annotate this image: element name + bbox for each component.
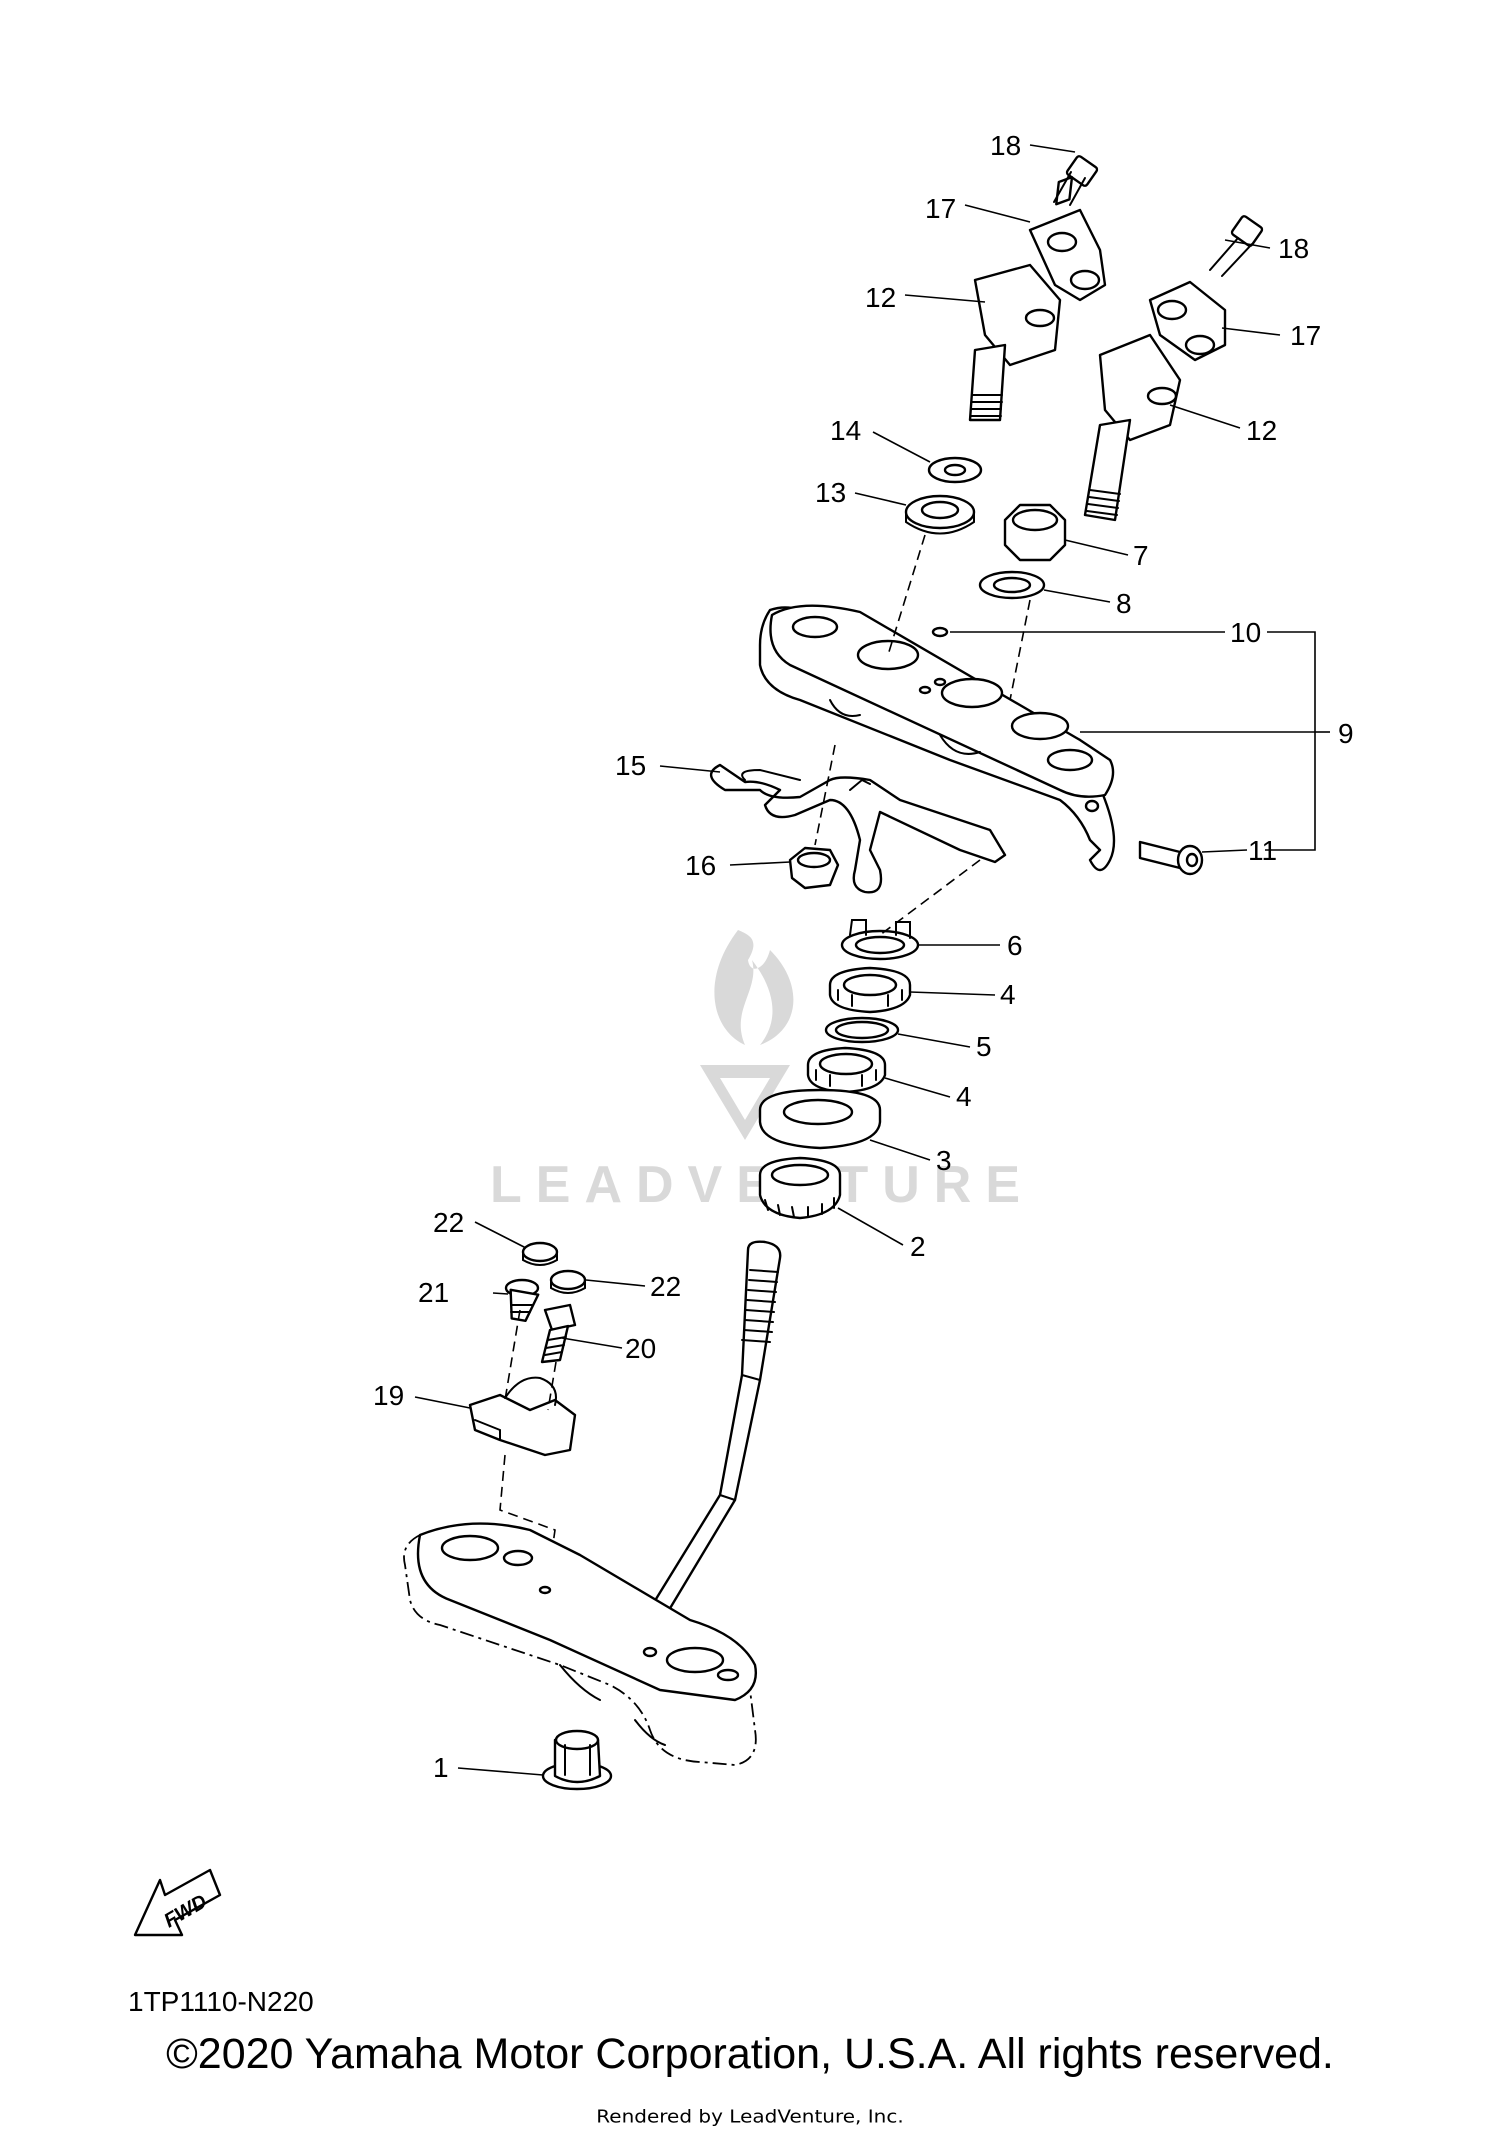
callout-4[interactable]: 4 xyxy=(1000,979,1016,1010)
callout-12[interactable]: 12 xyxy=(865,282,896,313)
callout-3[interactable]: 3 xyxy=(936,1145,952,1176)
callout-5[interactable]: 5 xyxy=(976,1031,992,1062)
holder-cap-17-right[interactable] xyxy=(1148,280,1227,362)
cap-22-right[interactable] xyxy=(549,1269,587,1294)
callout-16[interactable]: 16 xyxy=(685,850,716,881)
callout-leaders xyxy=(414,144,1330,1776)
callout-14[interactable]: 14 xyxy=(830,415,861,446)
assembly-guide-lines xyxy=(814,534,1031,936)
bracket-15[interactable] xyxy=(710,763,1007,894)
callout-labels: 18 17 12 18 17 12 14 13 7 8 10 9 11 15 1… xyxy=(373,130,1354,1783)
dust-seal-3[interactable] xyxy=(758,1088,882,1150)
steering-stem[interactable] xyxy=(638,1240,782,1627)
ring-nut-4-upper[interactable] xyxy=(828,966,912,1014)
nut-16[interactable] xyxy=(788,846,840,890)
bearing-2[interactable] xyxy=(758,1156,842,1220)
callout-7[interactable]: 7 xyxy=(1133,540,1149,571)
callout-22[interactable]: 22 xyxy=(433,1207,464,1238)
callout-18[interactable]: 18 xyxy=(990,130,1021,161)
bolt-18-right[interactable] xyxy=(1209,215,1264,277)
ring-nut-4-lower[interactable] xyxy=(806,1046,887,1094)
handlebar-holder-12-right[interactable] xyxy=(1083,333,1182,522)
callout-20[interactable]: 20 xyxy=(625,1333,656,1364)
callout-22[interactable]: 22 xyxy=(650,1271,681,1302)
guide-21 xyxy=(504,1309,521,1401)
handlebar-holder-12-left[interactable] xyxy=(968,263,1062,422)
upper-bracket-9[interactable] xyxy=(758,604,1116,872)
cap-22-left[interactable] xyxy=(521,1241,559,1266)
callout-4[interactable]: 4 xyxy=(956,1081,972,1112)
guide-20 xyxy=(547,1361,557,1411)
callout-18[interactable]: 18 xyxy=(1278,233,1309,264)
cap-1[interactable] xyxy=(541,1729,613,1791)
small-screw-10[interactable] xyxy=(931,626,949,638)
holder-cap-17-left[interactable] xyxy=(1028,208,1107,302)
holder-19[interactable] xyxy=(468,1376,577,1457)
callout-9[interactable]: 9 xyxy=(1338,718,1354,749)
callout-10[interactable]: 10 xyxy=(1230,617,1261,648)
callout-19[interactable]: 19 xyxy=(373,1380,404,1411)
callout-21[interactable]: 21 xyxy=(418,1277,449,1308)
bolt-21[interactable] xyxy=(504,1278,540,1323)
bolt-18-left[interactable] xyxy=(1049,155,1099,206)
bolt-20[interactable] xyxy=(540,1303,577,1364)
washer-8[interactable] xyxy=(978,570,1046,600)
fwd-arrow-icon: FWD xyxy=(133,1868,222,1937)
callout-11[interactable]: 11 xyxy=(1248,835,1277,866)
callout-12[interactable]: 12 xyxy=(1246,415,1277,446)
under-bracket[interactable] xyxy=(403,1522,757,1766)
callout-13[interactable]: 13 xyxy=(815,477,846,508)
washer-5[interactable] xyxy=(824,1016,900,1044)
pinch-bolt-11[interactable] xyxy=(1138,840,1204,876)
callout-15[interactable]: 15 xyxy=(615,750,646,781)
damper-13[interactable] xyxy=(904,494,976,535)
copyright-notice: ©2020 Yamaha Motor Corporation, U.S.A. A… xyxy=(166,2030,1334,2078)
lock-washer-6[interactable] xyxy=(840,919,920,961)
steering-stem-nut-7[interactable] xyxy=(1003,503,1067,562)
callout-17[interactable]: 17 xyxy=(925,193,956,224)
washer-14[interactable] xyxy=(927,456,983,484)
diagram-code: 1TP1110-N220 xyxy=(128,1986,314,2017)
callout-6[interactable]: 6 xyxy=(1007,930,1023,961)
callout-2[interactable]: 2 xyxy=(910,1231,926,1262)
callout-8[interactable]: 8 xyxy=(1116,588,1132,619)
rendered-by-credit: Rendered by LeadVenture, Inc. xyxy=(596,2105,904,2127)
callout-17[interactable]: 17 xyxy=(1290,320,1321,351)
leadventure-watermark: LEADVENTURE xyxy=(490,930,1034,1214)
watermark-text: LEADVENTURE xyxy=(490,1156,1034,1214)
callout-1[interactable]: 1 xyxy=(433,1752,449,1783)
